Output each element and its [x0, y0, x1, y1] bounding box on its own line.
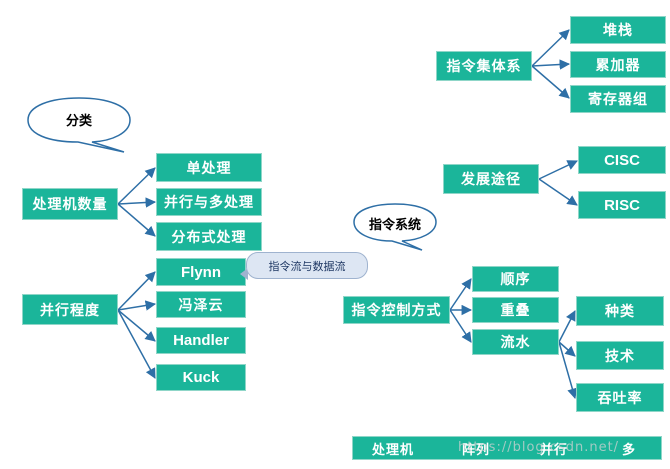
connector [117, 197, 157, 208]
parallel-multi-processing-node[interactable]: 并行与多处理 [156, 188, 262, 216]
single-processing-node[interactable]: 单处理 [156, 153, 262, 182]
connector [531, 59, 571, 70]
distributed-processing-node[interactable]: 分布式处理 [156, 222, 262, 251]
connector [117, 300, 157, 311]
accumulator-node[interactable]: 累加器 [570, 51, 666, 78]
connector [117, 271, 156, 311]
pipeline-technique-node[interactable]: 技术 [576, 341, 664, 370]
connector [558, 341, 576, 357]
pipeline-node[interactable]: 流水 [472, 329, 559, 355]
bottom-cell-multi: 多 [622, 442, 637, 458]
callout-pointer [240, 268, 248, 280]
development-path-node[interactable]: 发展途径 [443, 164, 539, 194]
parallelism-node[interactable]: 并行程度 [22, 294, 118, 325]
cisc-node[interactable]: CISC [578, 146, 666, 174]
connector [531, 65, 570, 99]
connector [538, 160, 578, 180]
stack-node[interactable]: 堆栈 [570, 16, 666, 44]
flynn-callout: 指令流与数据流 [246, 252, 368, 279]
instruction-system-bubble: 指令系统 [352, 202, 438, 252]
risc-node[interactable]: RISC [578, 191, 666, 219]
bottom-cell-array: 阵列 [462, 442, 491, 458]
classification-bubble: 分类 [26, 96, 132, 153]
watermark: https://blog.csdn.net/ [458, 440, 620, 455]
connector [449, 278, 472, 311]
feng-zeyun-node[interactable]: 冯泽云 [156, 291, 246, 318]
pipeline-type-node[interactable]: 种类 [576, 296, 664, 326]
handler-node[interactable]: Handler [156, 327, 246, 354]
instruction-set-node[interactable]: 指令集体系 [436, 51, 532, 81]
pipeline-throughput-node[interactable]: 吞吐率 [576, 383, 664, 412]
connector [558, 341, 578, 400]
overlap-node[interactable]: 重叠 [472, 297, 559, 323]
bottom-bar [352, 436, 662, 460]
kuck-node[interactable]: Kuck [156, 364, 246, 391]
register-set-node[interactable]: 寄存器组 [570, 85, 666, 113]
connector [117, 167, 156, 205]
connector [531, 29, 570, 67]
connector [449, 309, 472, 343]
flynn-node[interactable]: Flynn [156, 258, 246, 286]
instruction-system-label: 指令系统 [368, 217, 421, 233]
connector [117, 309, 156, 342]
connector [558, 310, 576, 343]
processor-count-node[interactable]: 处理机数量 [22, 188, 118, 220]
instruction-control-node[interactable]: 指令控制方式 [343, 296, 450, 324]
bottom-cell-parallel: 并行 [540, 442, 569, 458]
connector [117, 309, 156, 379]
sequential-node[interactable]: 顺序 [472, 266, 559, 292]
bottom-cell-processor: 处理机 [372, 442, 415, 458]
connector [538, 178, 578, 206]
connector [117, 203, 156, 237]
classification-label: 分类 [65, 113, 92, 129]
